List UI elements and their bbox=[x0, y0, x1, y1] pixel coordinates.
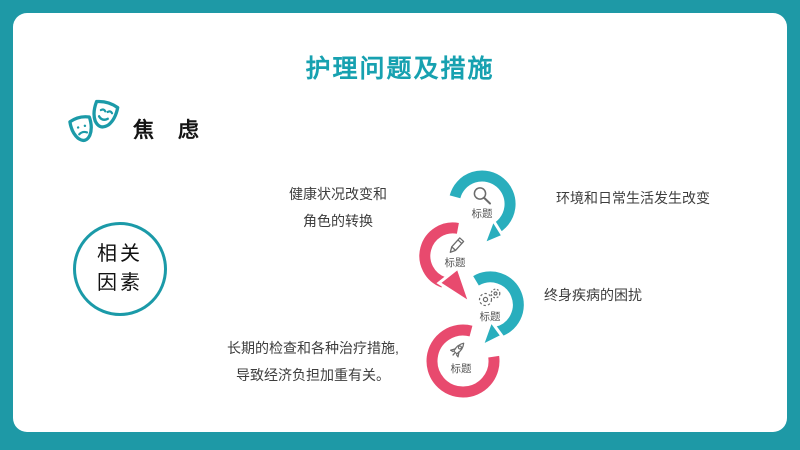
callout-line: 环境和日常生活发生改变 bbox=[556, 190, 710, 206]
ring-step-2 bbox=[416, 219, 473, 307]
arrow-step-1 bbox=[481, 216, 506, 247]
anxiety-label: 焦 虑 bbox=[133, 119, 208, 142]
callout-line: 健康状况改变和 bbox=[289, 186, 387, 202]
step-label-3: 标题 bbox=[480, 311, 501, 323]
arrow-step-3 bbox=[479, 317, 505, 350]
comedy-mask bbox=[92, 99, 120, 129]
callout-line: 终身疾病的困扰 bbox=[544, 287, 642, 303]
factor-circle: 相关 因素 bbox=[73, 222, 167, 316]
callout-line: 导致经济负担加重有关。 bbox=[236, 367, 390, 383]
callout-line: 角色的转换 bbox=[303, 213, 373, 229]
callout-line: 长期的检查和各种治疗措施, bbox=[227, 340, 399, 356]
arrow-step-2 bbox=[436, 265, 473, 307]
slide-canvas: 护理问题及措施 bbox=[13, 13, 787, 432]
ring-step-3 bbox=[471, 268, 527, 350]
page-title: 护理问题及措施 bbox=[305, 55, 495, 83]
ring-step-1 bbox=[447, 168, 519, 247]
theater-masks-icon bbox=[68, 99, 120, 143]
process-flow-diagram: 标题 标题 标题 标题 bbox=[416, 168, 527, 401]
step-label-2: 标题 bbox=[445, 257, 466, 269]
pencil-icon bbox=[449, 237, 465, 253]
rocket-icon bbox=[450, 342, 465, 358]
gears-icon bbox=[478, 288, 501, 307]
callout-lifelong-disease: 终身疾病的困扰 bbox=[544, 282, 642, 309]
section-header: 焦 虑 bbox=[67, 99, 367, 155]
factor-line-2: 因素 bbox=[97, 272, 143, 294]
magnifier-icon bbox=[473, 187, 491, 205]
factor-line-1: 相关 bbox=[97, 243, 143, 265]
tragedy-mask bbox=[68, 115, 93, 143]
step-label-1: 标题 bbox=[472, 208, 493, 220]
callout-health-change: 健康状况改变和 角色的转换 bbox=[257, 181, 419, 235]
callout-economic-burden: 长期的检查和各种治疗措施, 导致经济负担加重有关。 bbox=[207, 335, 419, 389]
callout-environment-change: 环境和日常生活发生改变 bbox=[556, 185, 710, 212]
step-label-4: 标题 bbox=[451, 363, 472, 375]
ring-step-4 bbox=[424, 322, 502, 401]
